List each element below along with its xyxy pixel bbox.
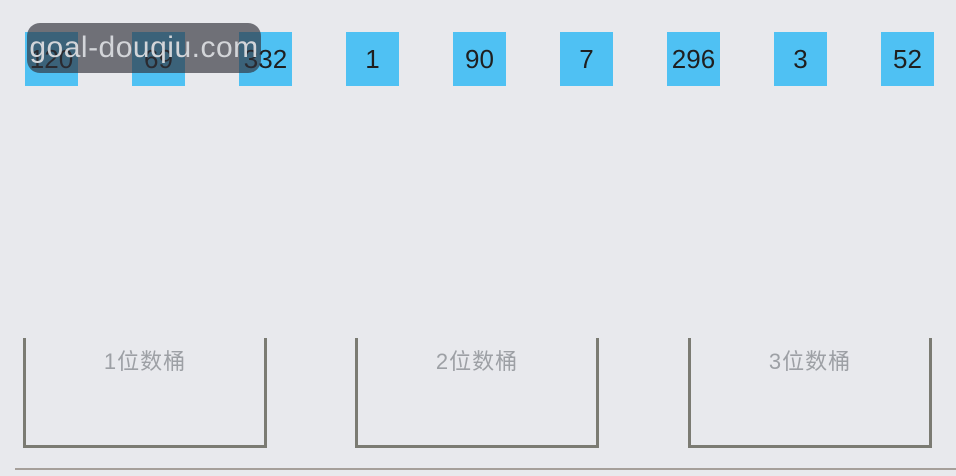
watermark-text: goal-douqiu.com bbox=[29, 31, 259, 64]
array-tile: 3 bbox=[774, 32, 827, 86]
bucket-label: 1位数桶 bbox=[103, 349, 187, 374]
site-watermark: goal-douqiu.com bbox=[27, 23, 261, 73]
bucket-1-digit: 1位数桶 bbox=[23, 338, 267, 448]
array-tile: 296 bbox=[667, 32, 720, 86]
array-tile: 7 bbox=[560, 32, 613, 86]
bucket-label: 2位数桶 bbox=[435, 349, 519, 374]
bucket-label: 3位数桶 bbox=[768, 349, 852, 374]
bottom-divider bbox=[15, 468, 956, 470]
array-tile: 52 bbox=[881, 32, 934, 86]
array-tile: 90 bbox=[453, 32, 506, 86]
bucket-2-digit: 2位数桶 bbox=[355, 338, 599, 448]
array-tile: 1 bbox=[346, 32, 399, 86]
bucket-3-digit: 3位数桶 bbox=[688, 338, 932, 448]
